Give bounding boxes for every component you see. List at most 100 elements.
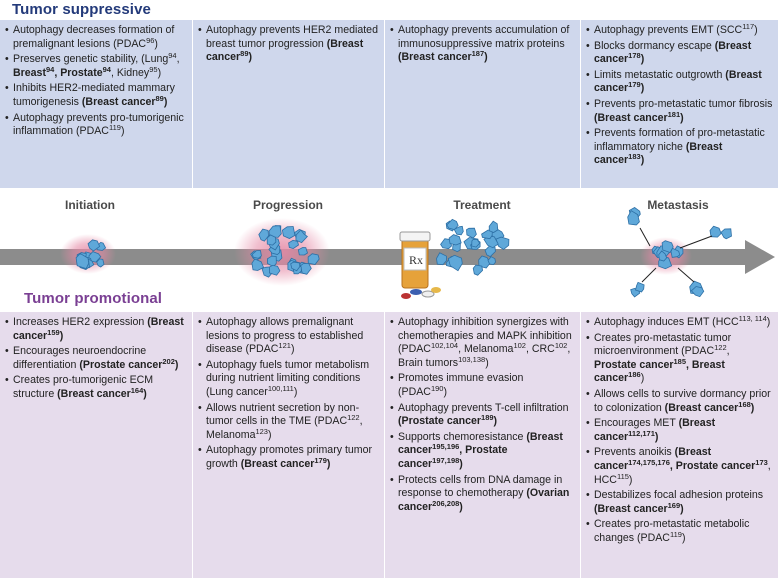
tumor-cell <box>251 258 265 271</box>
bullet-text: Creates pro-metastatic tumor microenviro… <box>594 331 732 358</box>
tumor-cell <box>487 256 496 266</box>
tumor-cell <box>87 239 101 252</box>
bullet-item: Encourages MET (Breast cancer112,171) <box>586 417 773 444</box>
tumor-cell <box>96 258 105 268</box>
reference-superscript: 173 <box>755 457 768 467</box>
bullet-item: Encourages neuroendocrine differentiatio… <box>5 345 187 372</box>
reference-superscript: 179 <box>628 80 641 90</box>
bullet-text: ) <box>326 457 331 470</box>
bullet-text: Promotes immune evasion (PDAC <box>398 372 524 398</box>
suppressive-panel-initiation: Autophagy decreases formation of premali… <box>0 20 192 188</box>
reference-superscript: 102 <box>554 341 568 351</box>
reference-superscript: 94 <box>168 51 177 61</box>
bullet-text: ) <box>640 53 645 66</box>
bullet-text: , Melanoma <box>458 343 514 356</box>
bullet-text: Prevents pro-metastatic tumor fibrosis <box>594 97 773 110</box>
bullet-item: Prevents pro-metastatic tumor fibrosis (… <box>586 98 773 125</box>
bullet-text: Autophagy promotes primary tumor growth <box>206 444 373 470</box>
bullet-text: Prostate <box>60 66 103 79</box>
tumor-cell <box>300 262 312 275</box>
bullet-item: Destabilizes focal adhesion proteins (Br… <box>586 489 773 516</box>
bullet-item: Promotes immune evasion (PDAC190) <box>390 372 575 399</box>
reference-superscript: 96 <box>146 35 155 45</box>
bullet-text: Autophagy decreases formation of premali… <box>13 24 175 50</box>
bullet-text: Allows nutrient secretion by non-tumor c… <box>206 401 360 428</box>
bullet-text: ) <box>154 37 158 50</box>
bullet-text: ) <box>459 457 463 470</box>
tumor-cell <box>635 281 645 293</box>
promotional-panel-metastasis: Autophagy induces EMT (HCC113, 114) Creat… <box>581 312 778 578</box>
reference-superscript: 121 <box>278 341 291 351</box>
stage-label-progression: Progression <box>252 198 324 212</box>
bullet-text: ) <box>443 385 448 398</box>
bullet-text: Autophagy prevents accumulation of immun… <box>398 24 570 50</box>
bullet-text: Creates pro-tumorigenic ECM structure <box>13 374 154 400</box>
bullet-text: Destabilizes focal adhesion proteins <box>594 489 764 502</box>
reference-superscript: 113, 114 <box>738 314 767 323</box>
bullet-text: Encourages neuroendocrine differentiatio… <box>13 345 147 371</box>
bullet-text: (Breast cancer <box>594 502 668 515</box>
tumor-cell <box>453 225 464 236</box>
tumor-cell <box>720 228 732 240</box>
tumor-cell <box>88 251 102 263</box>
bullet-item: Protects cells from DNA damage in respon… <box>390 474 575 515</box>
reference-superscript: 94 <box>45 64 55 74</box>
treatment-tumor <box>436 218 510 276</box>
reference-superscript: 119 <box>669 529 682 539</box>
timeline-arrow <box>0 240 775 274</box>
bullet-text: , HCC <box>594 459 771 486</box>
bullet-item: Allows nutrient secretion by non-tumor c… <box>198 402 379 443</box>
bullet-text: , Breast cancer <box>594 358 725 385</box>
bullet-text: ) <box>163 95 168 108</box>
reference-superscript: 89 <box>240 49 249 59</box>
reference-superscript: 190 <box>430 383 444 393</box>
bullet-item: Inhibits HER2-mediated mammary tumorigen… <box>5 82 187 109</box>
tumor-cell <box>709 225 722 238</box>
tumor-cell <box>483 235 499 249</box>
reference-superscript: 100,111 <box>267 383 294 393</box>
bullet-text: (Breast cancer <box>664 401 739 414</box>
bullet-text: ) <box>640 372 645 385</box>
tumor-cell <box>297 247 308 256</box>
bullet-text: (Breast cancer <box>13 316 184 342</box>
bullet-text: , <box>726 345 730 358</box>
tumor-cell <box>478 255 491 269</box>
pill-bottle-icon: Rx <box>399 231 441 299</box>
progression-diagram: Rx <box>0 207 775 299</box>
reference-superscript: 164 <box>130 385 144 395</box>
bullet-text: ) <box>640 154 645 167</box>
bullet-text: Prevents formation of pro-metastatic inf… <box>594 127 765 153</box>
tumor-cell <box>466 227 477 239</box>
bullet-item: Supports chemoresistance (Breast cancer1… <box>390 431 575 472</box>
bullet-item: Prevents formation of pro-metastatic inf… <box>586 127 773 168</box>
bullet-text: ) <box>485 356 489 369</box>
bullet-text: ) <box>754 24 758 36</box>
bullet-item: Allows cells to survive dormancy prior t… <box>586 388 773 415</box>
bullet-item: Autophagy prevents HER2 mediated breast … <box>198 24 379 65</box>
metastasis-tumor <box>627 207 732 298</box>
bullet-text: Encourages MET <box>594 417 679 430</box>
bullet-item: Limits metastatic outgrowth (Breast canc… <box>586 69 773 96</box>
suppressive-panel-metastasis: Autophagy prevents EMT (SCC117)Blocks do… <box>581 20 778 188</box>
reference-superscript: 159 <box>47 327 60 337</box>
tumor-cell <box>75 252 90 270</box>
bullet-text: ) <box>493 415 498 428</box>
bullet-text: Breast <box>13 66 46 79</box>
reference-superscript: 94 <box>102 64 111 74</box>
reference-superscript: 112,171 <box>628 428 655 438</box>
reference-superscript: 89 <box>155 93 164 103</box>
bullet-text: Autophagy induces EMT (HCC <box>594 316 739 328</box>
bullet-item: Increases HER2 expression (Breast cancer… <box>5 316 187 343</box>
bullet-text: Protects cells from DNA damage in respon… <box>398 473 563 500</box>
bullet-text: , Prostate cancer <box>669 459 756 472</box>
tumor-cell <box>268 225 282 238</box>
bullet-text: Autophagy prevents EMT (SCC <box>594 24 743 36</box>
bullet-text: (Breast cancer <box>398 430 563 457</box>
bullet-text: Increases HER2 expression <box>13 316 148 328</box>
tumor-cell <box>488 220 499 233</box>
tumor-cell <box>661 240 674 253</box>
reference-superscript: 103,138 <box>458 354 486 364</box>
bullet-item: Autophagy prevents T-cell infiltration (… <box>390 402 575 429</box>
bullet-text: Allows cells to survive dormancy prior t… <box>594 387 771 414</box>
bullet-text: ) <box>628 473 633 486</box>
